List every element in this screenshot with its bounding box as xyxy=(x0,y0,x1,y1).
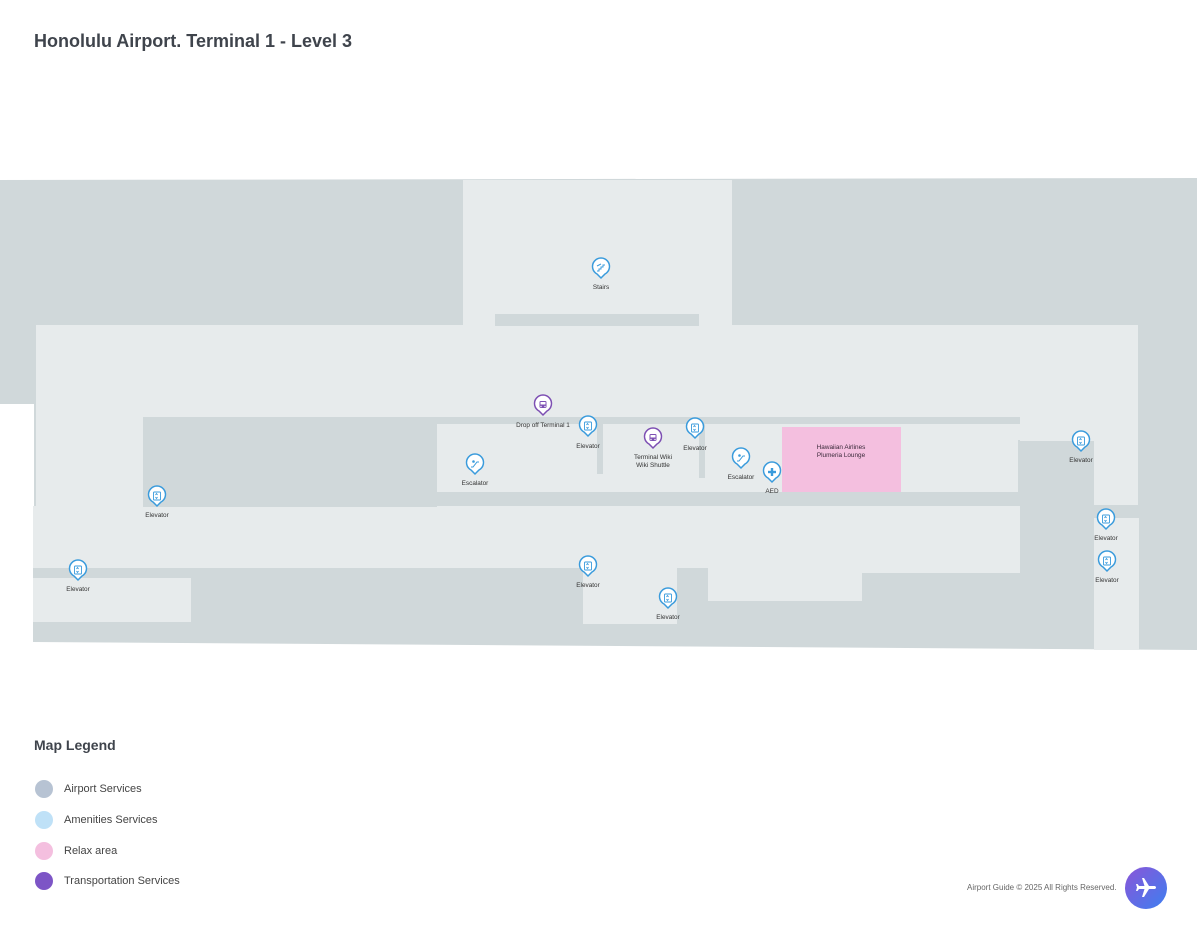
elevator-icon xyxy=(74,565,82,575)
lounge-label-line2: Plumeria Lounge xyxy=(817,452,866,459)
poi-label: Elevator xyxy=(1069,457,1093,464)
walls xyxy=(33,314,1094,578)
elevator-icon xyxy=(584,421,592,431)
legend-label: Airport Services xyxy=(64,783,142,795)
escalator-icon xyxy=(471,460,479,468)
marker-pin xyxy=(1097,550,1117,573)
legend-label: Relax area xyxy=(64,845,118,857)
poi-elevator[interactable] xyxy=(1071,430,1091,453)
legend-item-relax-area[interactable]: Relax area xyxy=(35,841,117,861)
legend-swatch xyxy=(35,780,53,798)
legend-item-transportation-services[interactable]: Transportation Services xyxy=(35,871,180,891)
exterior-notch xyxy=(0,404,34,520)
poi-elevator[interactable] xyxy=(1096,508,1116,531)
poi-aed[interactable] xyxy=(762,461,782,484)
poi-label: Escalator xyxy=(728,474,756,481)
medical-cross-icon xyxy=(768,468,776,476)
marker-pin xyxy=(578,555,598,578)
poi-label: Drop off Terminal 1 xyxy=(516,422,570,429)
airplane-icon xyxy=(1136,878,1156,897)
poi-label: Elevator xyxy=(145,512,169,519)
bus-icon xyxy=(539,401,547,408)
poi-elevator[interactable] xyxy=(147,485,167,508)
page-title: Honolulu Airport. Terminal 1 - Level 3 xyxy=(34,31,353,51)
marker-pin xyxy=(658,587,678,610)
poi-label: Elevator xyxy=(656,614,680,621)
poi-elevator[interactable] xyxy=(658,587,678,610)
elevator-icon xyxy=(1077,436,1085,446)
legend-label: Transportation Services xyxy=(64,875,180,887)
bus-icon xyxy=(649,434,657,441)
poi-label: Elevator xyxy=(66,586,90,593)
marker-pin xyxy=(147,485,167,508)
poi-label-line1: Terminal Wiki xyxy=(634,454,672,461)
marker-pin xyxy=(1096,508,1116,531)
poi-dropoff[interactable] xyxy=(533,394,553,417)
marker-pin xyxy=(68,559,88,582)
marker-pin xyxy=(1071,430,1091,453)
poi-label: Stairs xyxy=(593,284,609,291)
poi-label: Elevator xyxy=(1094,535,1118,542)
poi-escalator[interactable] xyxy=(465,453,485,476)
poi-label: AED xyxy=(765,488,779,495)
marker-pin xyxy=(685,417,705,440)
copyright-text: Airport Guide © 2025 All Rights Reserved… xyxy=(967,883,1117,892)
poi-stairs[interactable] xyxy=(591,257,611,280)
escalator-icon xyxy=(737,454,745,462)
poi-label: Elevator xyxy=(576,582,600,589)
marker-pin xyxy=(578,415,598,438)
poi-label: Elevator xyxy=(1095,577,1119,584)
legend-swatch xyxy=(35,842,53,860)
elevator-icon xyxy=(664,593,672,603)
poi-elevator[interactable] xyxy=(685,417,705,440)
airport-guide-button[interactable] xyxy=(1125,867,1167,909)
legend-swatch xyxy=(35,811,53,829)
poi-elevator[interactable] xyxy=(68,559,88,582)
elevator-icon xyxy=(1102,514,1110,524)
lounge-label-line1: Hawaiian Airlines xyxy=(817,444,866,451)
poi-escalator[interactable] xyxy=(731,447,751,470)
legend-item-airport-services[interactable]: Airport Services xyxy=(35,779,142,799)
poi-shuttle[interactable] xyxy=(643,427,663,450)
poi-label-line2: Wiki Shuttle xyxy=(636,462,670,469)
poi-label: Elevator xyxy=(576,443,600,450)
elevator-icon xyxy=(691,423,699,433)
poi-label: Escalator xyxy=(462,480,490,487)
stairs-icon xyxy=(596,263,605,272)
legend-label: Amenities Services xyxy=(64,814,158,826)
poi-elevator[interactable] xyxy=(578,415,598,438)
elevator-icon xyxy=(1103,556,1111,566)
poi-label: Elevator xyxy=(683,445,707,452)
lounge-room[interactable] xyxy=(782,427,901,492)
legend-swatch xyxy=(35,872,53,890)
poi-elevator[interactable] xyxy=(578,555,598,578)
legend-item-amenities-services[interactable]: Amenities Services xyxy=(35,810,158,830)
elevator-icon xyxy=(153,491,161,501)
elevator-icon xyxy=(584,561,592,571)
walkways xyxy=(33,180,1139,650)
poi-elevator[interactable] xyxy=(1097,550,1117,573)
legend-title: Map Legend xyxy=(34,737,116,753)
